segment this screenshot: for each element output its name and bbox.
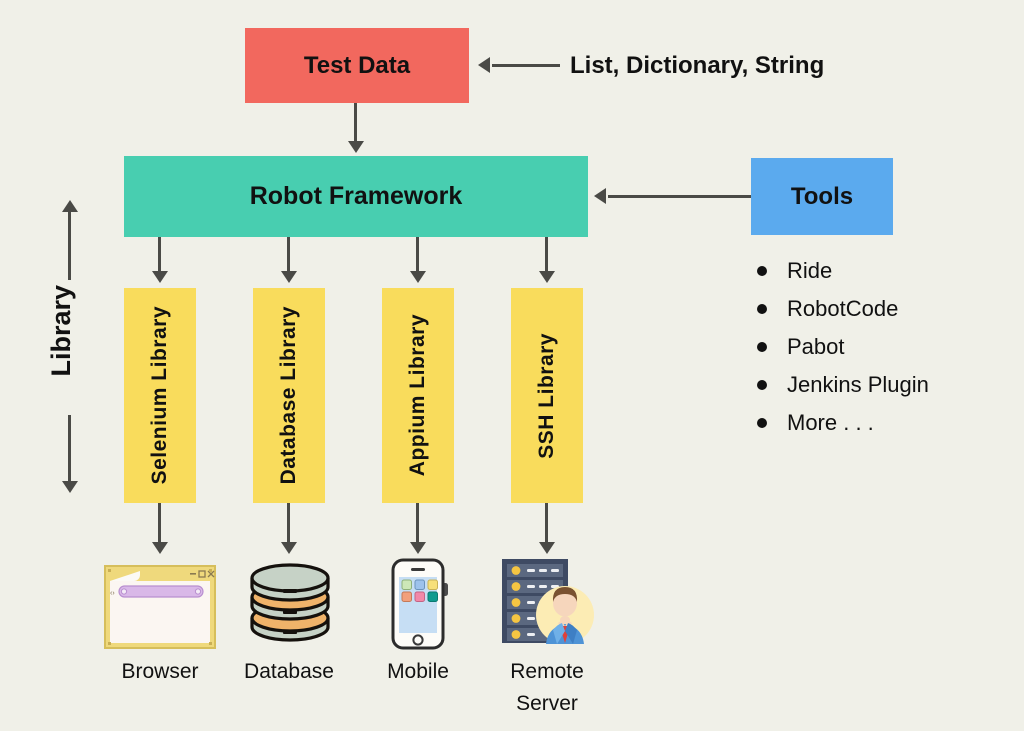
node-tools[interactable]: Tools: [751, 158, 893, 235]
library-box-selenium-label: Selenium Library: [148, 306, 171, 485]
library-bracket-label: Library: [46, 285, 76, 377]
bullet-icon: [757, 266, 767, 276]
tools-list-item-pabot[interactable]: Pabot: [757, 328, 1007, 366]
tools-to-framework-arrowhead: [594, 188, 606, 204]
framework-to-library-line-2: [416, 237, 419, 273]
tools-list-item-label: More . . .: [787, 410, 874, 435]
library-box-appium[interactable]: Appium Library: [382, 288, 454, 503]
library-to-target-line-2: [416, 503, 419, 544]
library-box-appium-label: Appium Library: [406, 314, 429, 477]
library-bracket-arrow-down: [62, 481, 78, 493]
tools-list-item-label: Ride: [787, 258, 833, 283]
testdata-input-connector: [492, 64, 560, 67]
framework-to-library-arrowhead-0: [152, 271, 168, 283]
testdata-to-framework-line: [354, 103, 357, 143]
library-to-target-arrowhead-2: [410, 542, 426, 554]
target-label-database: Database: [244, 660, 334, 683]
library-box-ssh-label: SSH Library: [535, 332, 558, 459]
server-rack-user-icon: [500, 557, 596, 654]
tools-to-framework-line: [608, 195, 751, 198]
library-bracket-line-bottom: [68, 415, 71, 483]
tools-list-item-robotcode[interactable]: RobotCode: [757, 290, 1007, 328]
node-test-data[interactable]: Test Data: [245, 28, 469, 103]
framework-to-library-line-3: [545, 237, 548, 273]
svg-text:‹›: ‹›: [110, 590, 115, 597]
bullet-icon: [757, 418, 767, 428]
target-label-mobile: Mobile: [387, 660, 449, 683]
tools-list-item-label: Jenkins Plugin: [787, 372, 929, 397]
browser-window-icon: ‹›: [104, 565, 216, 654]
library-bracket-arrow-up: [62, 200, 78, 212]
library-box-database-label: Database Library: [277, 306, 300, 485]
library-to-target-arrowhead-3: [539, 542, 555, 554]
bullet-icon: [757, 304, 767, 314]
node-test-data-label: Test Data: [303, 51, 411, 79]
bullet-icon: [757, 342, 767, 352]
testdata-input-arrowhead: [478, 57, 490, 73]
tools-list-item-label: RobotCode: [787, 296, 899, 321]
testdata-to-framework-arrowhead: [348, 141, 364, 153]
smartphone-icon: [389, 557, 451, 656]
node-robot-framework-label: Robot Framework: [249, 182, 463, 210]
framework-to-library-arrowhead-3: [539, 271, 555, 283]
framework-to-library-arrowhead-2: [410, 271, 426, 283]
node-tools-label: Tools: [790, 182, 854, 210]
library-box-ssh[interactable]: SSH Library: [511, 288, 583, 503]
library-to-target-line-1: [287, 503, 290, 544]
framework-to-library-line-1: [287, 237, 290, 273]
tools-list-item-ride[interactable]: Ride: [757, 252, 1007, 290]
framework-to-library-arrowhead-1: [281, 271, 297, 283]
tools-list: Ride RobotCode Pabot Jenkins Plugin More…: [757, 252, 1007, 442]
target-label-remote-server-line2: Server: [516, 691, 578, 715]
library-to-target-line-3: [545, 503, 548, 544]
database-cylinder-icon: [246, 560, 334, 653]
tools-list-item-more[interactable]: More . . .: [757, 404, 1007, 442]
framework-to-library-line-0: [158, 237, 161, 273]
library-to-target-arrowhead-0: [152, 542, 168, 554]
library-to-target-arrowhead-1: [281, 542, 297, 554]
target-label-remote-server-line1: Remote: [510, 660, 584, 683]
library-bracket-line-top: [68, 210, 71, 280]
bullet-icon: [757, 380, 767, 390]
target-label-remote-server: Remote Server: [472, 656, 622, 719]
target-label-browser: Browser: [121, 660, 199, 683]
library-box-selenium[interactable]: Selenium Library: [124, 288, 196, 503]
node-robot-framework[interactable]: Robot Framework: [124, 156, 588, 237]
tools-list-item-jenkins-plugin[interactable]: Jenkins Plugin: [757, 366, 1007, 404]
test-data-input-annotation: List, Dictionary, String: [570, 52, 825, 79]
tools-list-item-label: Pabot: [787, 334, 845, 359]
library-to-target-line-0: [158, 503, 161, 544]
library-box-database[interactable]: Database Library: [253, 288, 325, 503]
